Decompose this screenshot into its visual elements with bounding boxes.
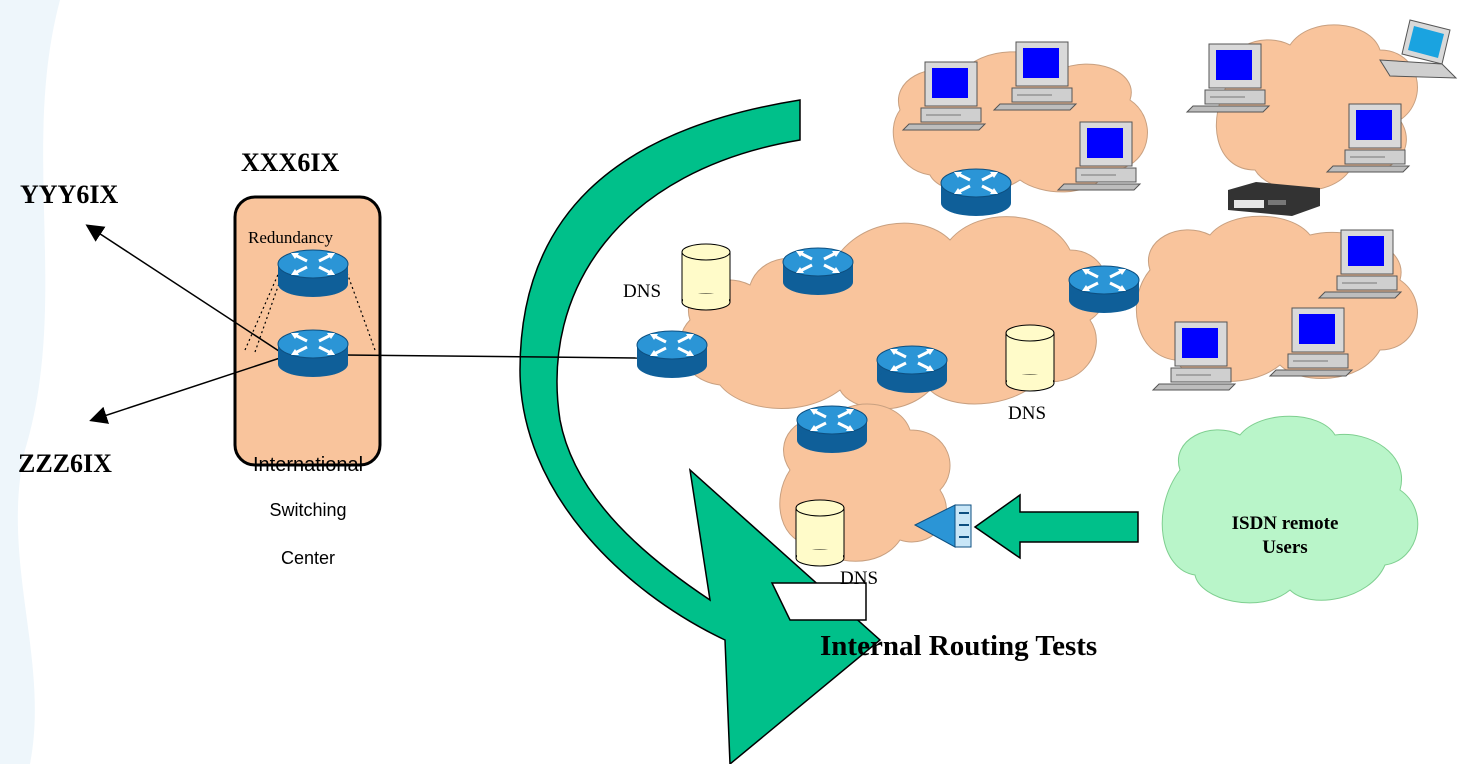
isc-line3: Center bbox=[280, 548, 336, 568]
isdn-label-line2: Users bbox=[1262, 537, 1308, 558]
router-icon bbox=[635, 329, 709, 380]
dns-server-icon bbox=[1005, 324, 1055, 392]
node-zzz-label: ZZZ6IX bbox=[18, 449, 112, 478]
modem-icon bbox=[1228, 182, 1320, 216]
router-icon bbox=[795, 404, 869, 455]
isdn-label-line1: ISDN remote bbox=[1231, 513, 1339, 534]
dns-server-icon bbox=[795, 499, 845, 567]
node-xxx-label: XXX6IX bbox=[241, 148, 340, 177]
isc-line1: International bbox=[252, 454, 364, 476]
router-icon bbox=[875, 344, 949, 395]
caption: Internal Routing Tests bbox=[820, 630, 1098, 662]
isdn-arrow bbox=[973, 493, 1139, 560]
white-patch bbox=[770, 582, 867, 621]
router-icon bbox=[276, 248, 350, 299]
dns-server-icon bbox=[681, 243, 731, 311]
isc-line2: Switching bbox=[269, 500, 347, 520]
router-icon bbox=[276, 328, 350, 379]
router-icon bbox=[939, 167, 1013, 218]
node-yyy-label: YYY6IX bbox=[20, 180, 119, 209]
isdn-cloud bbox=[1161, 415, 1419, 604]
redundancy-label: Redundancy bbox=[248, 228, 333, 247]
dns-label: DNS bbox=[1008, 403, 1047, 424]
dns-label: DNS bbox=[840, 568, 879, 589]
dns-label: DNS bbox=[623, 281, 662, 302]
laptop-icon bbox=[1379, 19, 1458, 79]
computer-icon bbox=[1186, 43, 1270, 113]
router-icon bbox=[781, 246, 855, 297]
router-icon bbox=[1067, 264, 1141, 315]
isdn-access-icon bbox=[913, 504, 972, 548]
